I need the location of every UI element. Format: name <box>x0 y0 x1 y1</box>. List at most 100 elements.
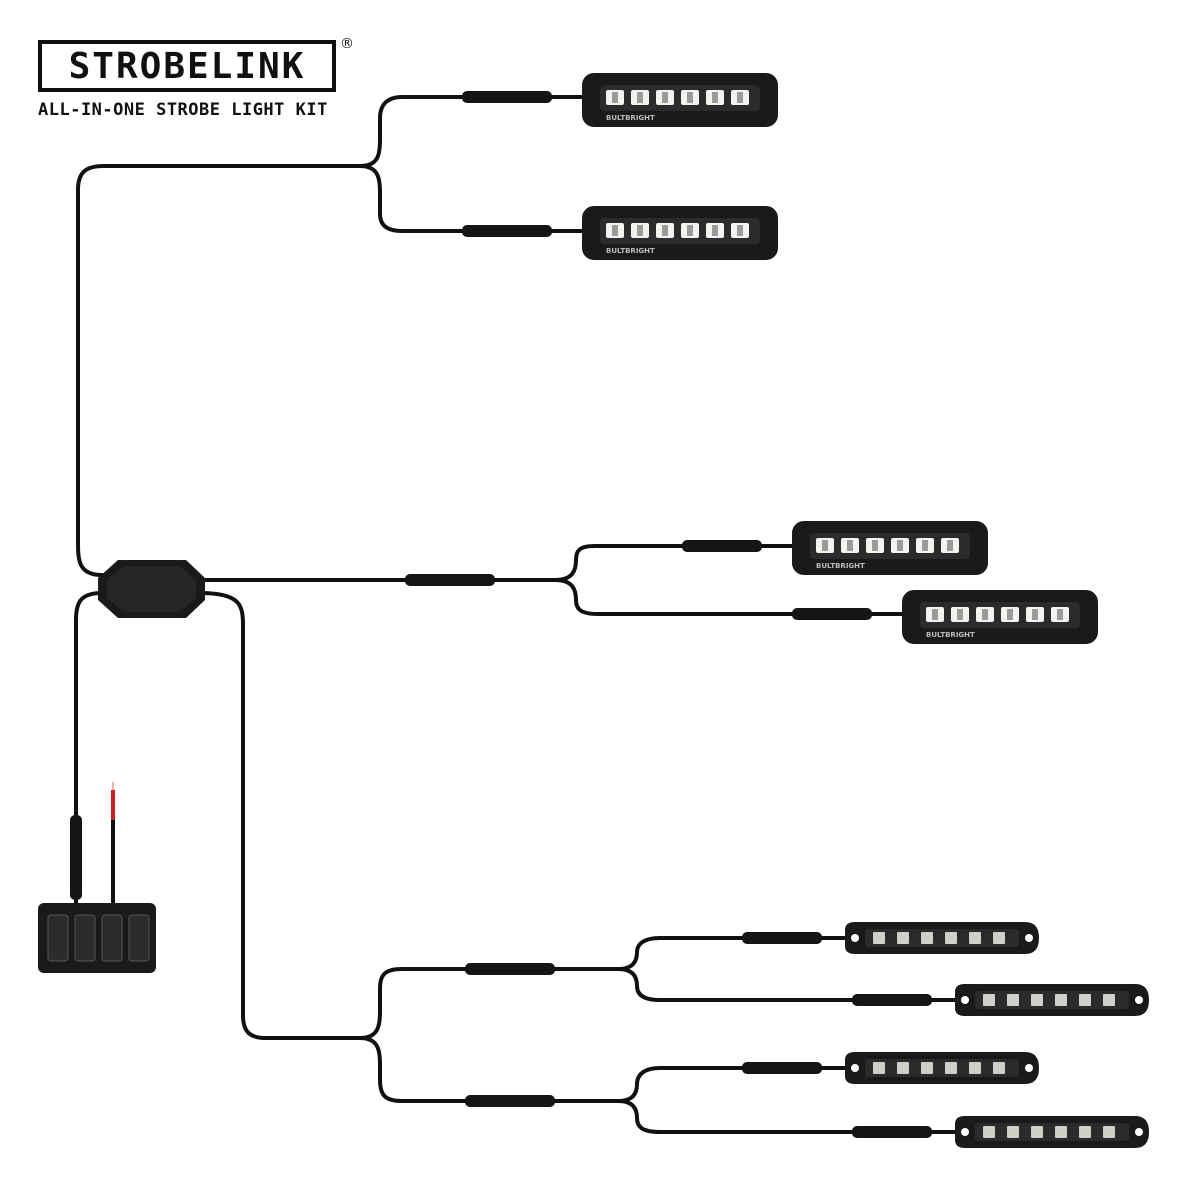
led-emitter <box>897 540 903 551</box>
led-emitter <box>662 92 668 103</box>
led-emitter <box>982 609 988 620</box>
led-emitter <box>872 540 878 551</box>
light-pod-4: BULTBRIGHT <box>902 590 1098 644</box>
led-emitter <box>932 609 938 620</box>
bar-led-1 <box>983 994 995 1006</box>
cables <box>74 95 962 1134</box>
led-emitter <box>947 540 953 551</box>
cable-branch-top-2 <box>358 164 587 233</box>
mount-hole <box>851 1064 859 1072</box>
connector-lower-1 <box>465 963 555 975</box>
bar-led-4 <box>945 932 957 944</box>
switch-panel <box>38 903 156 973</box>
bar-led-5 <box>969 1062 981 1074</box>
led-emitter <box>822 540 828 551</box>
bar-led-1 <box>873 932 885 944</box>
switch-4 <box>128 914 150 962</box>
light-pod-1: BULTBRIGHT <box>582 73 778 127</box>
control-module <box>98 560 205 618</box>
bar-led-4 <box>945 1062 957 1074</box>
bar-led-5 <box>1079 1126 1091 1138</box>
connector-top-1 <box>462 91 552 103</box>
led-emitter <box>687 92 693 103</box>
switch-1 <box>47 914 69 962</box>
bar-led-3 <box>921 1062 933 1074</box>
cable-middle-main <box>198 544 797 582</box>
light-bar-4 <box>955 1116 1149 1148</box>
bar-led-6 <box>1103 1126 1115 1138</box>
led-emitter <box>637 92 643 103</box>
led-emitter <box>922 540 928 551</box>
pod-brand-label: BULTBRIGHT <box>926 631 975 639</box>
led-emitter <box>712 225 718 236</box>
bar-led-2 <box>897 932 909 944</box>
led-emitter <box>957 609 963 620</box>
bar-led-2 <box>897 1062 909 1074</box>
connector-bar-2 <box>852 994 932 1006</box>
registered-mark: ® <box>340 36 354 52</box>
bar-led-1 <box>873 1062 885 1074</box>
bar-led-2 <box>1007 1126 1019 1138</box>
bar-led-1 <box>983 1126 995 1138</box>
brand-tagline: ALL-IN-ONE STROBE LIGHT KIT <box>38 100 328 120</box>
led-emitter <box>662 225 668 236</box>
connector-lower-2 <box>465 1095 555 1107</box>
cable-branch-bar-2 <box>616 967 962 1002</box>
mount-hole <box>1025 1064 1033 1072</box>
light-pod-2: BULTBRIGHT <box>582 206 778 260</box>
switch-2 <box>74 914 96 962</box>
connector-middle-1 <box>682 540 762 552</box>
bar-led-4 <box>1055 1126 1067 1138</box>
light-bar-2 <box>955 984 1149 1016</box>
led-emitter <box>737 92 743 103</box>
mount-hole <box>1135 1128 1143 1136</box>
led-emitter <box>687 225 693 236</box>
led-emitter <box>612 92 618 103</box>
mount-hole <box>1025 934 1033 942</box>
light-bar-1 <box>845 922 1039 954</box>
connector-top-2 <box>462 225 552 237</box>
cable-lower-trunk <box>198 591 854 1040</box>
bar-led-6 <box>1103 994 1115 1006</box>
mount-hole <box>961 996 969 1004</box>
mount-hole <box>961 1128 969 1136</box>
light-bar-3 <box>845 1052 1039 1084</box>
bar-led-5 <box>969 932 981 944</box>
bar-led-3 <box>1031 1126 1043 1138</box>
bar-led-3 <box>1031 994 1043 1006</box>
led-emitter <box>1057 609 1063 620</box>
mount-hole <box>851 934 859 942</box>
led-emitter <box>737 225 743 236</box>
light-pods: BULTBRIGHT BULTBRIGHT BULTBRIGHT BULTBRIGHT <box>582 73 1098 644</box>
mount-hole <box>1135 996 1143 1004</box>
connector-switch-trunk <box>70 815 82 900</box>
cable-switch-trunk <box>74 591 104 907</box>
connector-bar-1 <box>742 932 822 944</box>
pod-brand-label: BULTBRIGHT <box>606 114 655 122</box>
led-emitter <box>1032 609 1038 620</box>
led-emitter <box>612 225 618 236</box>
connector-middle-main <box>405 574 495 586</box>
pod-brand-label: BULTBRIGHT <box>816 562 865 570</box>
led-emitter <box>1007 609 1013 620</box>
bar-led-6 <box>993 932 1005 944</box>
pod-brand-label: BULTBRIGHT <box>606 247 655 255</box>
led-emitter <box>637 225 643 236</box>
led-emitter <box>712 92 718 103</box>
led-emitter <box>847 540 853 551</box>
bar-led-6 <box>993 1062 1005 1074</box>
bar-led-4 <box>1055 994 1067 1006</box>
brand-logo-box: STROBELINK <box>38 40 336 92</box>
connector-bar-4 <box>852 1126 932 1138</box>
cable-trunk-top <box>76 95 587 577</box>
bar-led-3 <box>921 932 933 944</box>
bar-led-5 <box>1079 994 1091 1006</box>
connector-middle-2 <box>792 608 872 620</box>
connector-bar-3 <box>742 1062 822 1074</box>
light-pod-3: BULTBRIGHT <box>792 521 988 575</box>
cable-branch-bar-4 <box>616 1099 962 1134</box>
cable-branch-middle-2 <box>553 578 907 616</box>
brand-name: STROBELINK <box>68 46 306 87</box>
light-bars <box>845 922 1149 1148</box>
